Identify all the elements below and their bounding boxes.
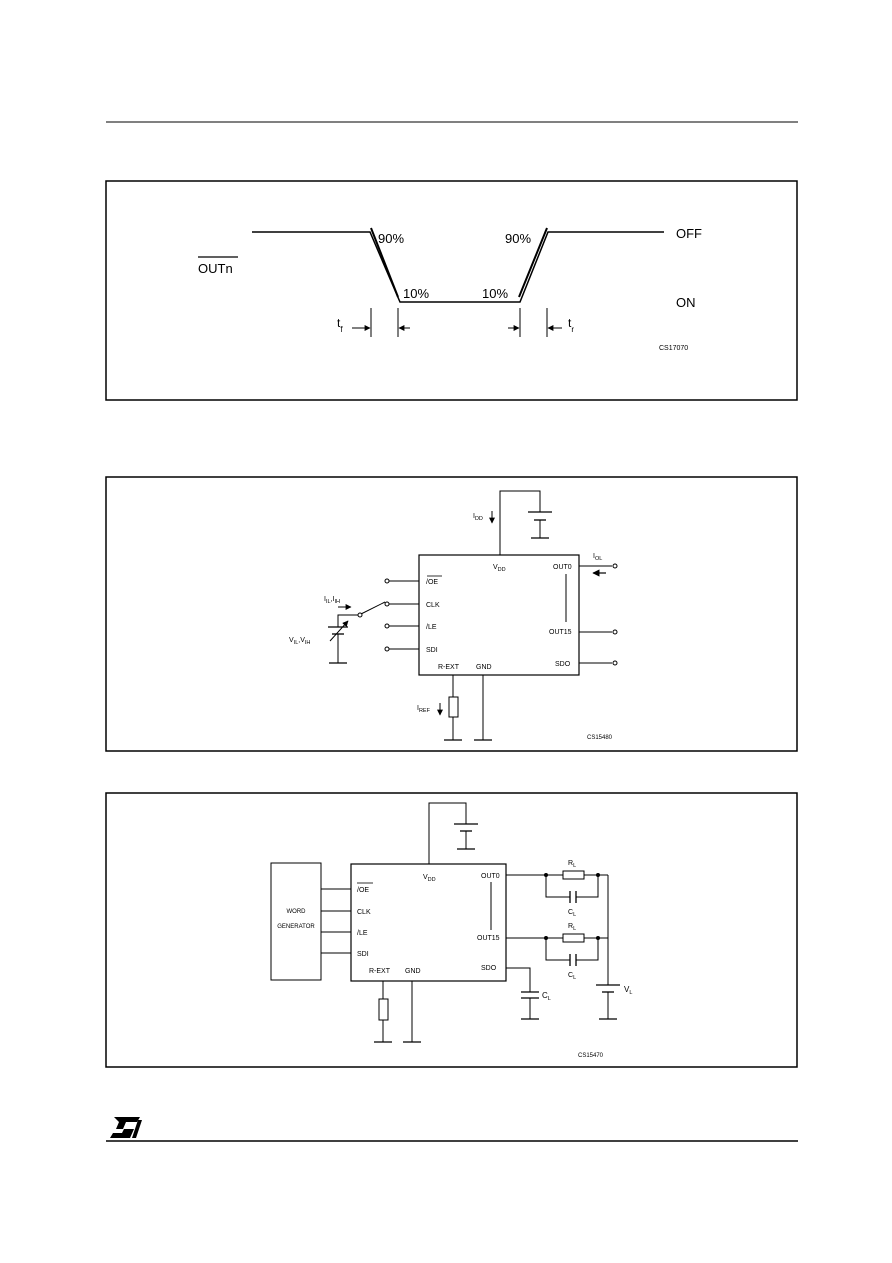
figure-code: CS15480: [587, 735, 613, 741]
cl1-label: CL: [568, 909, 576, 918]
word-label-line2: GENERATOR: [277, 924, 315, 930]
vdd-label: VDD: [493, 564, 506, 573]
ic-body: [418, 554, 580, 676]
waveform-figure: OUTn 90% 90% 10% 10% OFF ON tf tr CS1707…: [105, 180, 798, 401]
rise-edge-marker: [518, 227, 548, 298]
percent-10-right: 10%: [482, 286, 508, 301]
pin-le: /LE: [357, 930, 368, 937]
rext-resistor: [378, 998, 389, 1021]
cl3-label: CL: [542, 991, 551, 1002]
load-resistor-1: [562, 870, 585, 880]
pin-sdi: SDI: [426, 647, 438, 654]
tf-label: tf: [337, 316, 343, 334]
terminal-oe: [384, 578, 390, 584]
terminal-out0: [612, 563, 618, 569]
pin-clk: CLK: [426, 602, 440, 609]
rext-resistor: [448, 696, 459, 718]
pin-gnd: GND: [476, 664, 492, 671]
word-generator-box: [270, 862, 322, 981]
level-on-label: ON: [676, 295, 696, 310]
pin-le: /LE: [426, 624, 437, 631]
pin-clk: CLK: [357, 909, 371, 916]
word-label-line1: WORD: [287, 909, 307, 915]
ic-body: [350, 863, 507, 982]
selector-switch: [360, 601, 386, 615]
terminal-out15: [612, 629, 618, 635]
iol-label: IOL: [593, 553, 602, 562]
terminal-sdi: [384, 646, 390, 652]
terminal-clk: [384, 601, 390, 607]
vl-label: VL: [624, 985, 632, 996]
input-circuit-figure: IDD VDD /OE CLK /LE SDI R-EXT GND OUT0 O…: [105, 476, 798, 752]
rl1-label: RL: [568, 860, 576, 869]
vdd-label: VDD: [423, 874, 436, 883]
outn-waveform: [252, 231, 664, 303]
iref-label: IREF: [417, 705, 431, 714]
input-circuit-frame: [105, 476, 798, 752]
rl2-label: RL: [568, 923, 576, 932]
pin-oe: /OE: [357, 887, 369, 894]
pin-sdo: SDO: [555, 661, 571, 668]
cl2-label: CL: [568, 972, 576, 981]
pin-out0: OUT0: [553, 564, 572, 571]
idd-label: IDD: [473, 513, 483, 522]
iil-iih-label: IIL,IIH: [324, 596, 340, 605]
test-circuit-figure: WORD GENERATOR /OE CLK /LE SDI R-EXT GND…: [105, 792, 798, 1068]
fall-edge-marker: [370, 227, 399, 298]
waveform-frame: [105, 180, 798, 401]
tr-label: tr: [568, 316, 574, 334]
signal-label: OUTn: [198, 261, 233, 276]
pin-out15: OUT15: [549, 629, 572, 636]
pin-oe: /OE: [426, 579, 438, 586]
percent-90-right: 90%: [505, 231, 531, 246]
pin-out15: OUT15: [477, 935, 500, 942]
test-circuit-frame: [105, 792, 798, 1068]
vil-vih-label: VIL,VIH: [289, 637, 310, 646]
st-logo: [110, 1117, 142, 1138]
figure-code: CS17070: [659, 345, 688, 352]
pin-sdi: SDI: [357, 951, 369, 958]
pin-sdo: SDO: [481, 965, 497, 972]
pin-gnd: GND: [405, 968, 421, 975]
variable-source-arrow: [329, 620, 349, 642]
pin-out0: OUT0: [481, 873, 500, 880]
percent-90-left: 90%: [378, 231, 404, 246]
pin-rext: R-EXT: [369, 968, 391, 975]
terminal-le: [384, 623, 390, 629]
figure-code: CS15470: [578, 1053, 604, 1059]
level-off-label: OFF: [676, 226, 702, 241]
percent-10-left: 10%: [403, 286, 429, 301]
pin-rext: R-EXT: [438, 664, 460, 671]
load-resistor-2: [562, 933, 585, 943]
terminal-sdo: [612, 660, 618, 666]
